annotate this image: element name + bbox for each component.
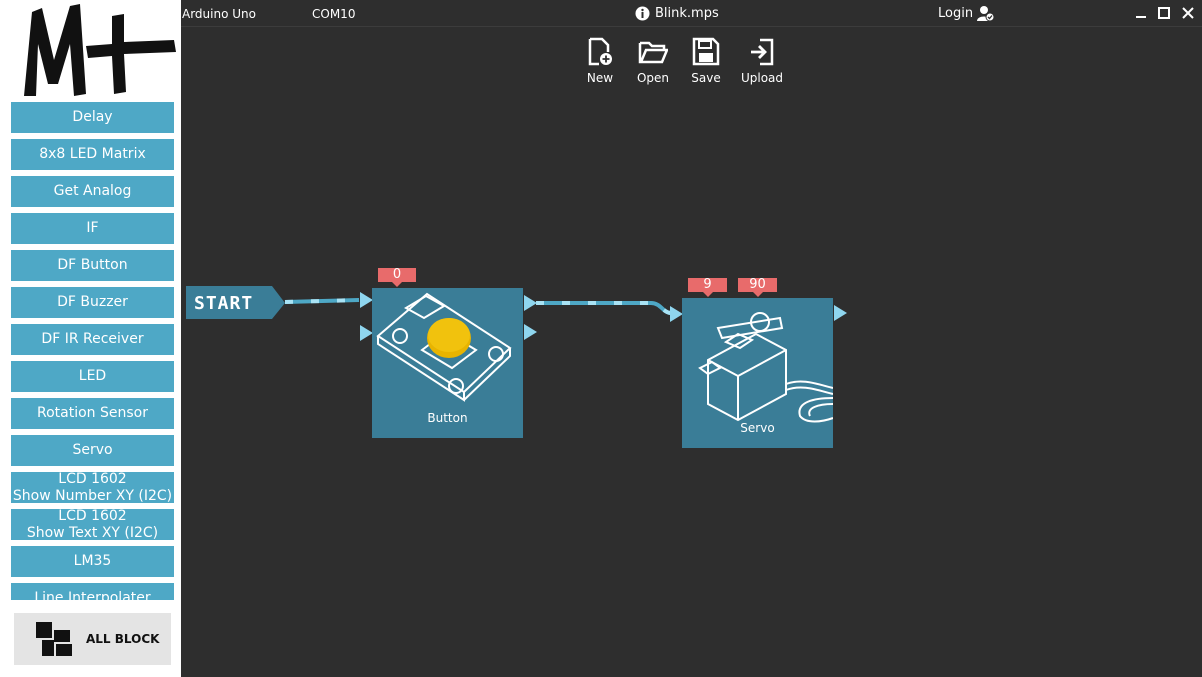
- new-file-icon: [588, 37, 612, 66]
- block-8x8-led-matrix[interactable]: 8x8 LED Matrix: [11, 139, 174, 170]
- block-label: LED: [78, 368, 107, 384]
- button-pin-param[interactable]: 0: [378, 268, 416, 287]
- all-block-label: ALL BLOCK: [86, 632, 160, 646]
- start-shape: [186, 286, 285, 319]
- servo-pin-param[interactable]: 9: [688, 278, 727, 297]
- app-logo: [14, 0, 182, 100]
- block-line-interpolater[interactable]: Line Interpolater: [11, 583, 174, 600]
- new-label: New: [586, 71, 614, 85]
- servo-input-port[interactable]: [670, 306, 683, 322]
- block-label: Servo: [72, 442, 113, 458]
- block-label: Get Analog: [53, 183, 132, 199]
- servo-module-icon: [698, 312, 834, 423]
- block-df-button[interactable]: DF Button: [11, 250, 174, 281]
- minimize-icon[interactable]: [1134, 6, 1148, 20]
- save-label: Save: [691, 71, 721, 85]
- info-icon[interactable]: [635, 6, 650, 24]
- start-node[interactable]: START: [186, 286, 286, 324]
- block-delay[interactable]: Delay: [11, 102, 174, 133]
- save-button[interactable]: Save: [680, 37, 732, 85]
- new-button[interactable]: New: [574, 37, 626, 85]
- block-label: Line Interpolater: [34, 590, 151, 600]
- block-lcd1602-show-number[interactable]: LCD 1602 Show Number XY (I2C): [11, 470, 174, 504]
- block-label: Delay: [72, 109, 113, 125]
- title-bar: Arduino Uno COM10 Blink.mps Login: [181, 0, 1202, 27]
- start-label: START: [194, 293, 254, 314]
- login-link[interactable]: Login: [938, 6, 974, 21]
- block-list[interactable]: Delay 8x8 LED Matrix Get Analog IF DF Bu…: [0, 100, 181, 600]
- block-led[interactable]: LED: [11, 361, 174, 392]
- button-output-port[interactable]: [524, 295, 537, 311]
- all-block-button[interactable]: ALL BLOCK: [14, 613, 171, 665]
- block-label: DF Button: [57, 257, 128, 273]
- upload-icon: [751, 38, 774, 66]
- block-df-ir-receiver[interactable]: DF IR Receiver: [11, 324, 174, 355]
- block-sublabel: Show Number XY (I2C): [12, 487, 173, 504]
- block-lm35[interactable]: LM35: [11, 546, 174, 577]
- button-node[interactable]: Button: [372, 288, 523, 438]
- block-label: DF Buzzer: [57, 294, 128, 310]
- block-label: DF IR Receiver: [41, 331, 144, 347]
- user-icon[interactable]: [977, 5, 995, 25]
- block-get-analog[interactable]: Get Analog: [11, 176, 174, 207]
- connection-wires: [284, 298, 672, 315]
- maximize-icon[interactable]: [1157, 6, 1171, 20]
- block-label: LCD 1602: [58, 470, 127, 487]
- servo-output-port[interactable]: [834, 305, 847, 321]
- button-input-port-2[interactable]: [360, 325, 373, 341]
- block-lcd1602-show-text[interactable]: LCD 1602 Show Text XY (I2C): [11, 507, 174, 541]
- upload-label: Upload: [740, 71, 784, 85]
- port-selector[interactable]: COM10: [312, 7, 356, 21]
- servo-angle-param[interactable]: 90: [738, 278, 777, 297]
- block-label: LM35: [73, 553, 112, 569]
- button-node-label: Button: [427, 411, 468, 425]
- block-if[interactable]: IF: [11, 213, 174, 244]
- open-label: Open: [636, 71, 670, 85]
- block-label: LCD 1602: [58, 507, 127, 524]
- block-servo[interactable]: Servo: [11, 435, 174, 466]
- file-name: Blink.mps: [655, 6, 719, 21]
- servo-node[interactable]: Servo: [682, 298, 834, 448]
- upload-button[interactable]: Upload: [736, 37, 788, 85]
- button-output-port-2[interactable]: [524, 324, 537, 340]
- workspace-canvas[interactable]: New Open Save Upload START 0: [181, 27, 1202, 677]
- block-label: IF: [86, 220, 99, 236]
- block-df-buzzer[interactable]: DF Buzzer: [11, 287, 174, 318]
- servo-node-label: Servo: [740, 421, 775, 435]
- block-label: Rotation Sensor: [37, 405, 148, 421]
- open-folder-icon: [638, 41, 668, 64]
- open-button[interactable]: Open: [627, 37, 679, 85]
- block-label: 8x8 LED Matrix: [39, 146, 146, 162]
- block-sublabel: Show Text XY (I2C): [26, 524, 159, 541]
- close-icon[interactable]: [1181, 6, 1195, 20]
- button-module-icon: [376, 292, 512, 402]
- board-selector[interactable]: Arduino Uno: [182, 7, 256, 21]
- button-input-port[interactable]: [360, 292, 373, 308]
- all-block-icon: [36, 622, 72, 656]
- sidebar: Delay 8x8 LED Matrix Get Analog IF DF Bu…: [0, 0, 181, 677]
- block-rotation-sensor[interactable]: Rotation Sensor: [11, 398, 174, 429]
- save-icon: [692, 37, 720, 66]
